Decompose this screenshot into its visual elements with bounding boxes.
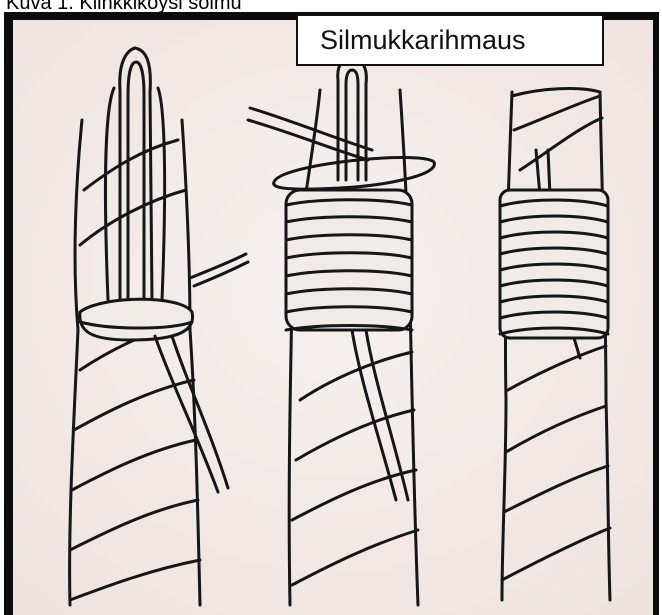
figure-title: Silmukkarihmaus bbox=[296, 14, 604, 66]
